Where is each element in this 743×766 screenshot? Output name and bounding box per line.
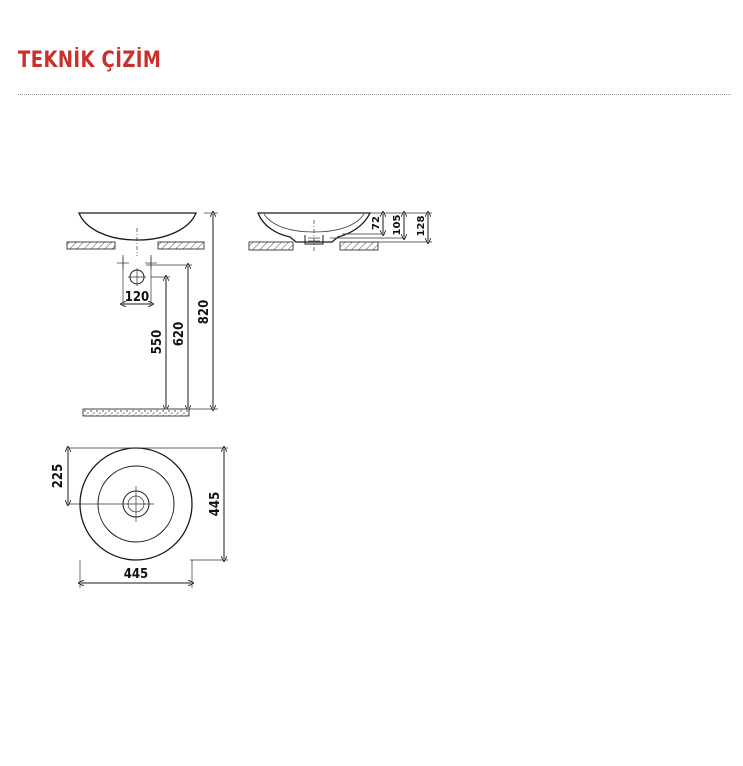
dim-total-height: 820 xyxy=(197,300,212,324)
side-countertop-left xyxy=(248,241,294,251)
dim-center-offset: 225 xyxy=(51,464,66,488)
dim-inlet-height: 620 xyxy=(172,322,187,346)
dim-basin-depth: 105 xyxy=(392,215,403,236)
front-floor xyxy=(82,408,190,417)
front-view: 120 550 620 820 xyxy=(66,212,218,417)
front-countertop-right xyxy=(157,241,205,250)
title-divider xyxy=(18,94,731,95)
dim-top-width: 445 xyxy=(124,567,148,582)
dim-tap-spacing: 120 xyxy=(125,290,149,305)
dim-drain-height: 550 xyxy=(150,330,165,354)
dim-overall-height: 128 xyxy=(416,216,427,237)
front-basin xyxy=(78,212,197,241)
top-view: 225 445 445 xyxy=(51,448,228,588)
side-basin xyxy=(257,212,372,243)
page-title: TEKNİK ÇİZİM xyxy=(18,48,162,73)
dim-inner-depth: 72 xyxy=(371,216,382,230)
dim-top-depth: 445 xyxy=(208,492,223,516)
side-countertop-right xyxy=(339,241,379,251)
front-tap-marks xyxy=(117,257,157,269)
side-view: 72 105 128 xyxy=(248,212,432,252)
front-countertop-left xyxy=(66,241,116,250)
